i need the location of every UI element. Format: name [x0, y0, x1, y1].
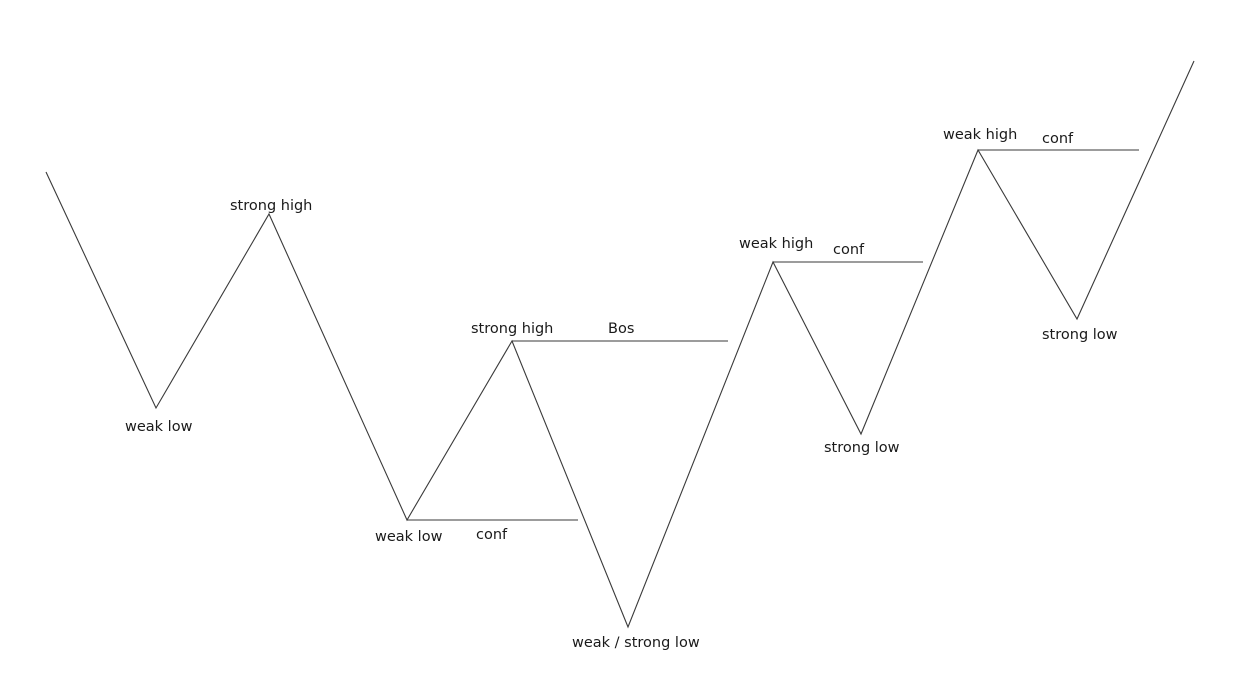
swing-label-strong-low-2: strong low	[1042, 327, 1118, 343]
level-label-conf-2: conf	[833, 242, 865, 258]
level-label-conf-3: conf	[1042, 131, 1074, 147]
swing-label-strong-low-1: strong low	[824, 440, 900, 456]
level-label-bos: Bos	[608, 321, 634, 337]
level-label-conf-1: conf	[476, 527, 508, 543]
swing-label-weak-low-2: weak low	[375, 529, 443, 545]
swing-label-weak-high-1: weak high	[739, 236, 813, 252]
swing-label-strong-high-2: strong high	[471, 321, 553, 337]
swing-label-weak-high-2: weak high	[943, 127, 1017, 143]
swing-label-weak-strong-low: weak / strong low	[572, 635, 700, 651]
swing-label-weak-low-1: weak low	[125, 419, 193, 435]
price-swing-path	[45, 60, 1195, 629]
swing-label-strong-high-1: strong high	[230, 198, 312, 214]
